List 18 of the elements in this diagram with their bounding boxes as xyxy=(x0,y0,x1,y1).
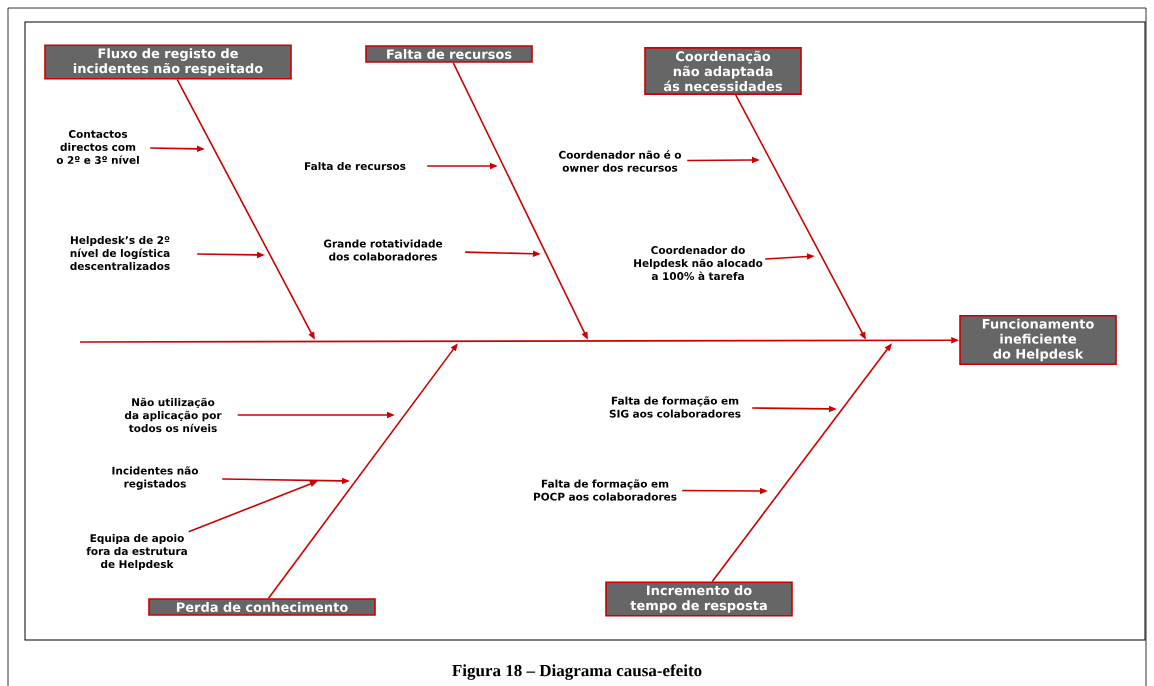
cause-text: Grande rotatividade dos colaboradores xyxy=(323,239,443,261)
category-box: Perda de conhecimento xyxy=(148,598,376,616)
cause-text: Incidentes não registados xyxy=(112,466,199,490)
category-box: Funcionamento ineficiente do Helpdesk xyxy=(959,314,1117,366)
category-box: Incremento do tempo de resposta xyxy=(605,581,793,617)
cause-text: Falta de formação em SIG aos colaboradores xyxy=(609,396,741,418)
cause-text: Helpdesk’s de 2º nível de logística descentralizados xyxy=(70,235,170,271)
category-box: Falta de recursos xyxy=(365,45,533,63)
cause-text: Contactos directos com o 2º e 3º nível xyxy=(56,130,139,164)
caption: Figura 18 – Diagrama causa-efeito xyxy=(452,664,702,680)
cause-text: Falta de formação em POCP aos colaboradores xyxy=(534,479,677,501)
cause-text: Coordenador não é o owner dos recursos xyxy=(559,150,682,172)
cause-text: Falta de recursos xyxy=(305,161,406,171)
category-box: Coordenação não adaptada ás necessidades xyxy=(644,47,802,95)
cause-text: Equipa de apoio fora da estrutura de Helpdesk xyxy=(86,533,187,571)
cause-text: Coordenador do Helpdesk não alocado a 100% à tarefa xyxy=(634,245,763,281)
cause-text: Não utilização da aplicação por todos os níveis xyxy=(124,397,222,433)
category-box: Fluxo de registo de incidentes não respeitado xyxy=(44,44,292,80)
